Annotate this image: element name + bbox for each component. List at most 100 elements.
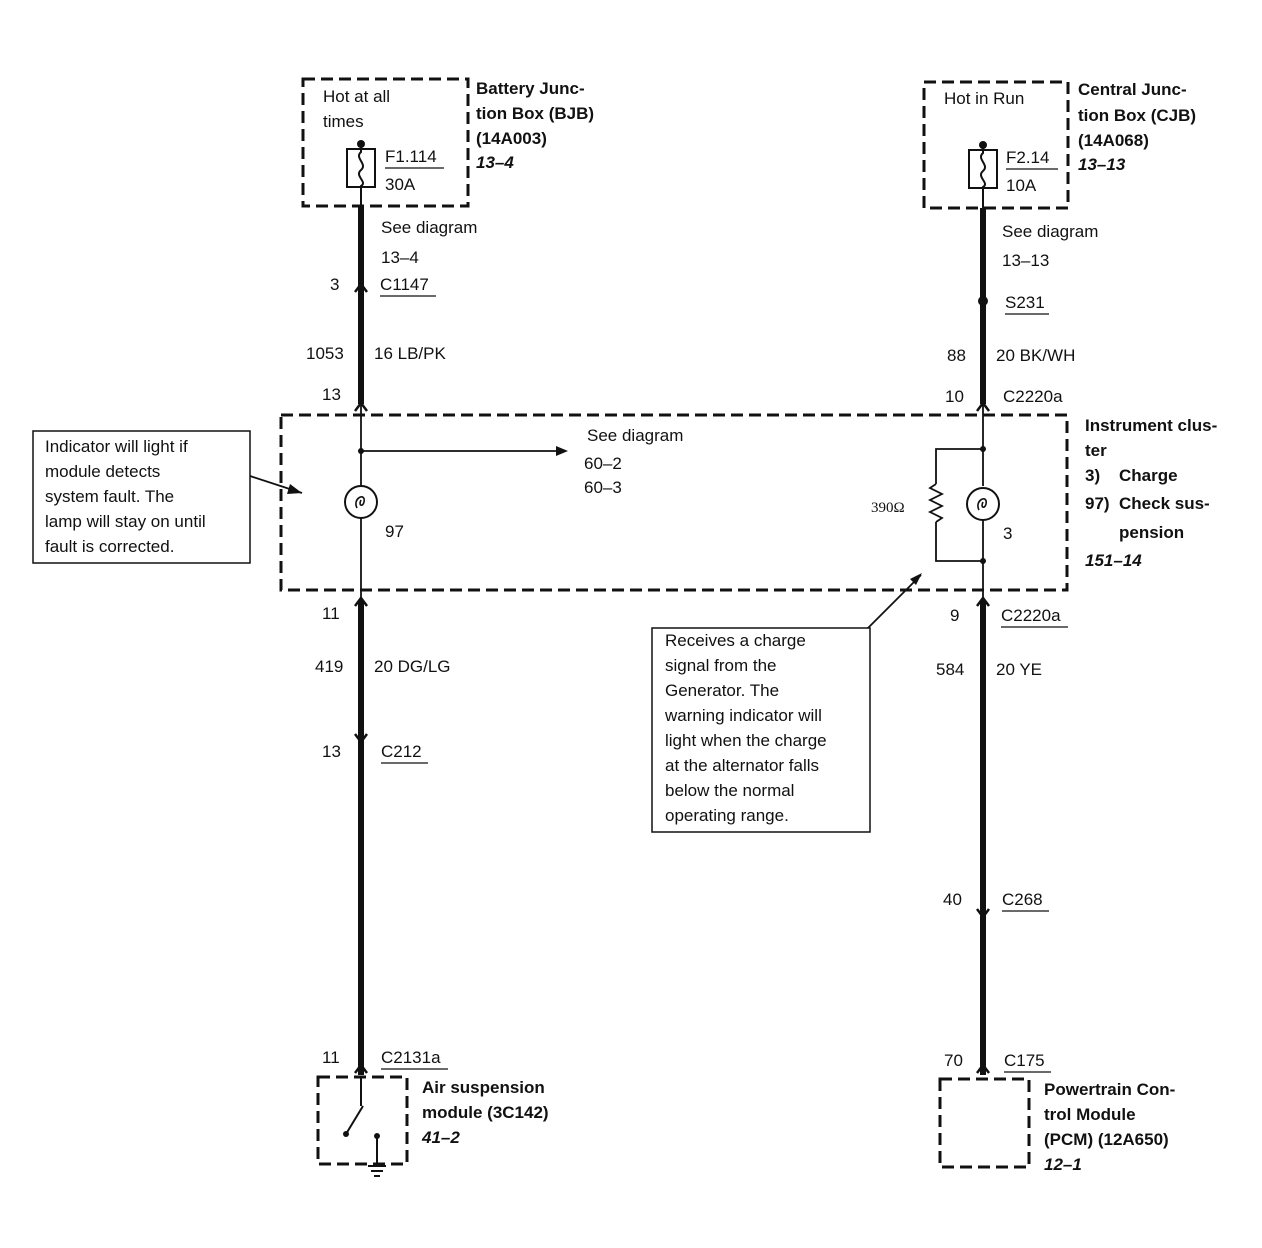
bjb-fuse-rating: 30A — [385, 175, 416, 194]
bjb-fuse-id: F1.114 — [385, 147, 437, 166]
c2131a-pin: 11 — [322, 1048, 340, 1067]
cluster-item2-number: 97) — [1085, 494, 1110, 513]
note-left-box — [32, 430, 251, 564]
c2220a-bottom-right-label: C2220a — [1001, 606, 1061, 625]
connector-c175-icon — [976, 1062, 990, 1074]
resistor-branch-top — [935, 448, 983, 484]
bjb-name-line2: tion Box (BJB) — [476, 104, 594, 123]
resistor-icon — [927, 483, 945, 523]
cjb-name-line2: tion Box (CJB) — [1078, 106, 1196, 125]
note-right-line-1: Receives a charge — [665, 631, 806, 650]
left-see-diagram-ref: 13–4 — [381, 248, 419, 267]
circuit-1053-number: 1053 — [306, 344, 344, 363]
note-right-line-4: warning indicator will — [664, 706, 822, 725]
left-see-diagram: See diagram — [381, 218, 477, 237]
bjb-hot-label-line2: times — [323, 112, 364, 131]
pcm-name-line1: Powertrain Con- — [1044, 1080, 1175, 1099]
bjb-page-ref: 13–4 — [476, 153, 514, 172]
connector-c2220a-top-right-icon — [976, 400, 990, 412]
air-module-outline — [316, 1075, 409, 1166]
c268-pin: 40 — [943, 890, 962, 909]
circuit-88-number: 88 — [947, 346, 966, 365]
pcm-name-line3: (PCM) (12A650) — [1044, 1130, 1169, 1149]
circuit-584-number: 584 — [936, 660, 964, 679]
lamp-97-label: 97 — [385, 522, 404, 541]
c268-label: C268 — [1002, 890, 1043, 909]
connector-c2220a-top-icon — [354, 400, 368, 412]
circuit-584-wire: 20 YE — [996, 660, 1042, 679]
arrow-head-icon — [910, 573, 922, 585]
fuse-icon — [346, 140, 376, 206]
c2220a-top-right-label: C2220a — [1003, 387, 1063, 406]
note-right-callout: Receives a charge signal from the Genera… — [651, 573, 922, 833]
c2220a-bottom-left-pin: 11 — [322, 604, 340, 623]
air-module-page-ref: 41–2 — [421, 1128, 460, 1147]
cjb-hot-label: Hot in Run — [944, 89, 1024, 108]
connector-c2220a-bottom-right-icon — [976, 595, 990, 607]
cluster-item1-number: 3) — [1085, 466, 1100, 485]
splice-s231-dot — [978, 296, 988, 306]
note-right-line-7: below the normal — [665, 781, 794, 800]
right-see-diagram-ref: 13–13 — [1002, 251, 1049, 270]
circuit-419-wire: 20 DG/LG — [374, 657, 451, 676]
air-module-name-line1: Air suspension — [422, 1078, 545, 1097]
resistor-branch-bottom — [935, 522, 983, 562]
note-right-line-5: light when the charge — [665, 731, 827, 750]
connector-c1147-icon — [354, 281, 368, 293]
c2220a-top-right-pin: 10 — [945, 387, 964, 406]
resistor-value: 390Ω — [871, 500, 905, 516]
switch-icon — [343, 1077, 380, 1166]
cjb-fuse-rating: 10A — [1006, 176, 1037, 195]
note-right-line-3: Generator. The — [665, 681, 779, 700]
battery-junction-box: Hot at all times F1.114 30A — [301, 77, 470, 208]
bjb-dashed-outline — [301, 77, 470, 208]
c212-label: C212 — [381, 742, 422, 761]
note-right-box — [651, 627, 871, 833]
circuit-419-number: 419 — [315, 657, 343, 676]
c212-pin: 13 — [322, 742, 341, 761]
circuit-88-wire: 20 BK/WH — [996, 346, 1075, 365]
connector-c2220a-bottom-icon — [354, 595, 368, 607]
note-right-line-2: signal from the — [665, 656, 777, 675]
ground-icon — [368, 1165, 386, 1177]
note-right-line-8: operating range. — [665, 806, 789, 825]
c2220a-bottom-right-pin: 9 — [950, 606, 959, 625]
pcm-name-line2: trol Module — [1044, 1105, 1136, 1124]
splice-ref-1: 60–2 — [584, 454, 622, 473]
cluster-item1-label: Charge — [1119, 466, 1178, 485]
bjb-part-number: (14A003) — [476, 129, 547, 148]
connector-c212-icon — [354, 733, 368, 745]
left-circuit — [344, 206, 568, 1075]
c2220a-top-left-pin: 13 — [322, 385, 341, 404]
note-left-callout: Indicator will light if module detects s… — [32, 430, 303, 564]
instrument-cluster-outline — [279, 413, 1069, 592]
warning-lamp-icon — [344, 485, 378, 519]
c1147-pin: 3 — [330, 275, 339, 294]
right-see-diagram: See diagram — [1002, 222, 1098, 241]
arrow-head-icon — [287, 484, 302, 494]
cjb-page-ref: 13–13 — [1078, 155, 1126, 174]
bjb-hot-label-line1: Hot at all — [323, 87, 390, 106]
splice-s231-label: S231 — [1005, 293, 1045, 312]
cluster-item2-label-line2: pension — [1119, 523, 1184, 542]
note-right-arrow-line — [867, 574, 922, 629]
cjb-dashed-outline — [922, 80, 1070, 210]
c175-pin: 70 — [944, 1051, 963, 1070]
central-junction-box: Hot in Run F2.14 10A — [922, 80, 1070, 210]
cluster-item2-label-line1: Check sus- — [1119, 494, 1210, 513]
splice-ref-2: 60–3 — [584, 478, 622, 497]
pcm-outline — [938, 1077, 1031, 1169]
air-suspension-module — [316, 1075, 409, 1177]
cjb-fuse-id: F2.14 — [1006, 148, 1049, 167]
splice-see-diagram: See diagram — [587, 426, 683, 445]
connector-c2131a-icon — [354, 1062, 368, 1074]
fuse-icon — [968, 141, 998, 208]
cluster-page-ref: 151–14 — [1085, 551, 1142, 570]
bjb-name-line1: Battery Junc- — [476, 79, 585, 98]
note-left-line-3: system fault. The — [45, 487, 174, 506]
warning-lamp-icon — [966, 487, 1000, 521]
lamp-3-label: 3 — [1003, 524, 1012, 543]
c2131a-label: C2131a — [381, 1048, 441, 1067]
c1147-label: C1147 — [380, 275, 429, 294]
